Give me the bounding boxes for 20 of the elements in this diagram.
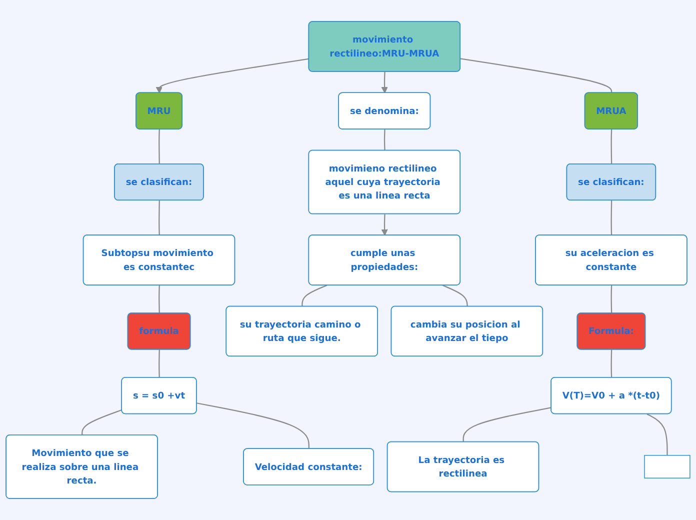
- connector: [302, 284, 328, 307]
- connector: [610, 129, 612, 164]
- connector: [460, 58, 612, 94]
- connector: [610, 200, 612, 236]
- connector: [158, 350, 160, 378]
- node-box: [644, 455, 690, 478]
- connector: [158, 129, 160, 164]
- connector: [82, 409, 122, 436]
- connector: [158, 200, 160, 236]
- connector: [442, 284, 468, 307]
- connector: [610, 350, 612, 378]
- connector: [158, 285, 160, 314]
- connector: [610, 285, 612, 314]
- connector: [196, 402, 310, 449]
- connector: [646, 414, 668, 456]
- connector: [462, 407, 552, 442]
- connector: [384, 129, 386, 151]
- arrow: [156, 58, 310, 94]
- arrow: [381, 214, 388, 236]
- arrow: [381, 72, 388, 94]
